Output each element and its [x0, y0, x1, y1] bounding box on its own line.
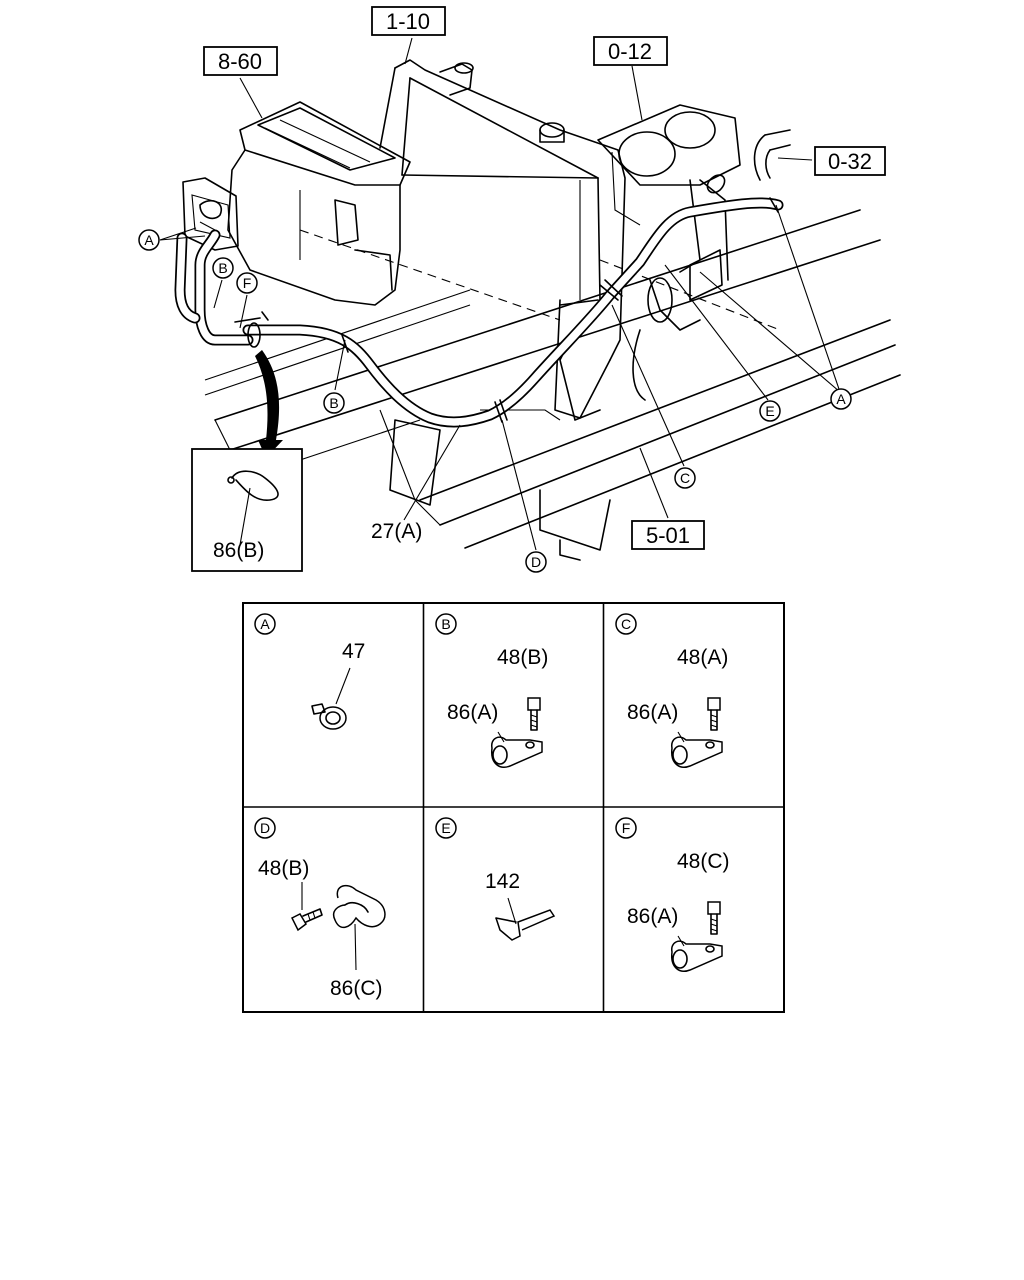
detail-cell-b: B 48(B) 86(A) [435, 613, 548, 768]
detail-cell-e: E 142 [435, 817, 556, 941]
svg-text:D: D [260, 820, 270, 836]
leader-lines [159, 37, 841, 551]
svg-text:B: B [329, 395, 338, 411]
svg-text:E: E [765, 403, 774, 419]
callout-d: D [525, 551, 547, 573]
svg-text:86(A): 86(A) [627, 701, 678, 724]
inset-clip-box: 86(B) [191, 448, 303, 572]
heater-hose [174, 197, 784, 428]
svg-text:C: C [621, 616, 631, 632]
ref-box-1-10: 1-10 [371, 6, 446, 36]
callout-a-left: A [138, 229, 160, 251]
inset-clip-label: 86(B) [213, 539, 264, 562]
svg-text:E: E [441, 820, 450, 836]
svg-text:86(C): 86(C) [330, 977, 383, 1000]
heater-unit [182, 101, 411, 306]
detail-cell-f: F 48(C) 86(A) [615, 817, 730, 972]
inset-arrow [255, 350, 283, 458]
svg-text:A: A [836, 391, 846, 407]
callout-b-top: B [212, 257, 234, 279]
detail-cell-d: D 48(B) 86(C) [254, 817, 386, 1000]
detail-cell-a: A 47 [254, 613, 365, 730]
svg-text:F: F [243, 275, 252, 291]
callout-c: C [674, 467, 696, 489]
svg-text:142: 142 [485, 870, 520, 893]
svg-text:48(B): 48(B) [258, 857, 309, 880]
svg-text:A: A [260, 616, 270, 632]
svg-text:86(A): 86(A) [627, 905, 678, 928]
svg-text:B: B [441, 616, 450, 632]
svg-text:0-32: 0-32 [828, 149, 872, 174]
radiator [379, 59, 626, 419]
engine-block [480, 104, 791, 421]
svg-text:5-01: 5-01 [646, 523, 690, 548]
svg-text:A: A [144, 232, 154, 248]
svg-text:0-12: 0-12 [608, 39, 652, 64]
svg-text:C: C [680, 470, 690, 486]
detail-cell-c: C 48(A) 86(A) [615, 613, 728, 768]
svg-text:1-10: 1-10 [386, 9, 430, 34]
svg-text:8-60: 8-60 [218, 49, 262, 74]
callout-a-right: A [830, 388, 852, 410]
callout-b-bottom: B [323, 392, 345, 414]
svg-text:86(A): 86(A) [447, 701, 498, 724]
ref-box-0-32: 0-32 [814, 146, 886, 176]
ref-box-5-01: 5-01 [631, 520, 705, 550]
svg-text:B: B [218, 260, 227, 276]
svg-text:D: D [531, 554, 541, 570]
ref-box-8-60: 8-60 [203, 46, 278, 76]
hose-label: 27(A) [371, 520, 422, 543]
svg-text:F: F [622, 820, 631, 836]
svg-text:48(A): 48(A) [677, 646, 728, 669]
callout-f: F [236, 272, 258, 294]
svg-text:47: 47 [342, 640, 365, 663]
svg-text:48(C): 48(C) [677, 850, 730, 873]
callout-e: E [759, 400, 781, 422]
svg-text:48(B): 48(B) [497, 646, 548, 669]
ref-box-0-12: 0-12 [593, 36, 668, 66]
